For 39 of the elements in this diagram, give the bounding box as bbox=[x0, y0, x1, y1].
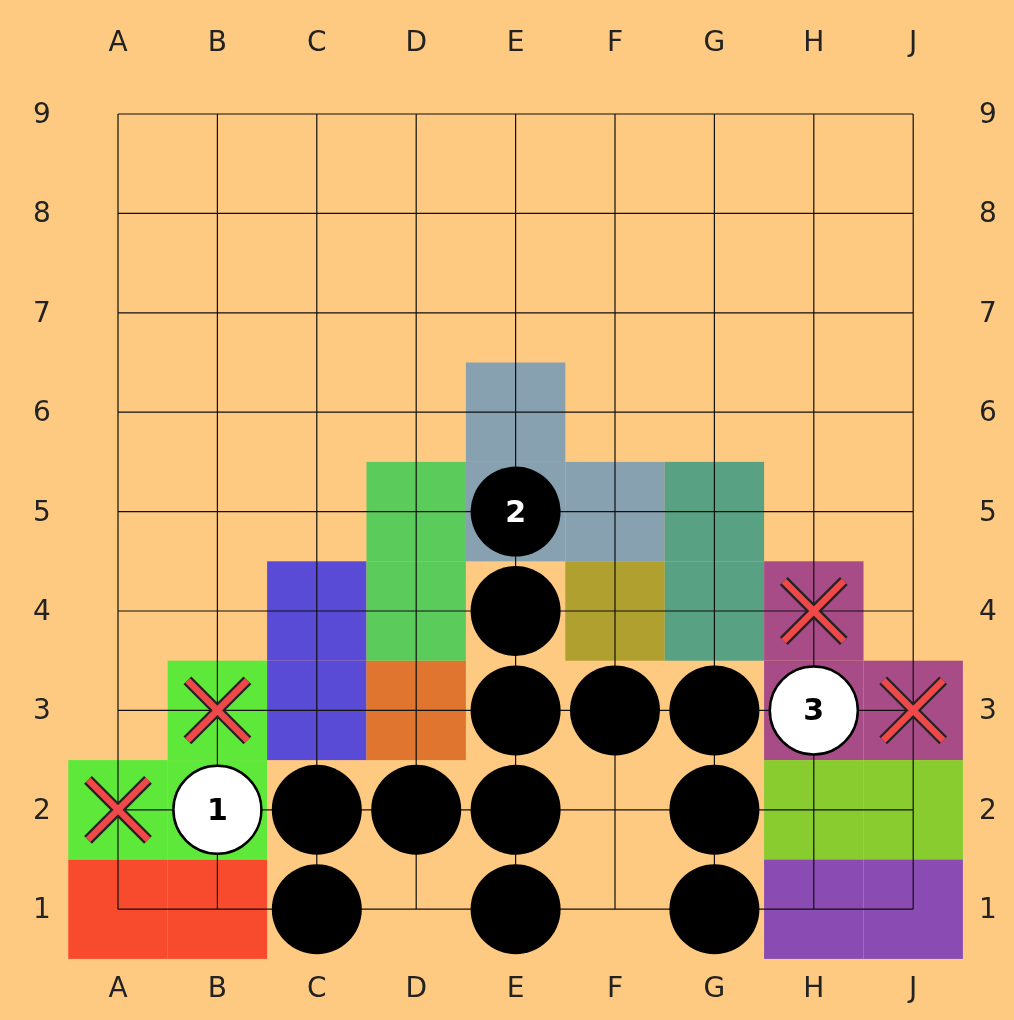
column-label: J bbox=[909, 28, 918, 56]
row-label: 7 bbox=[979, 298, 997, 327]
column-label: B bbox=[207, 974, 227, 1002]
column-label: G bbox=[703, 974, 726, 1002]
row-label: 8 bbox=[33, 199, 51, 228]
row-label: 3 bbox=[33, 696, 51, 725]
column-label: A bbox=[108, 28, 128, 56]
row-label: 4 bbox=[33, 597, 51, 625]
stone-number: 3 bbox=[803, 695, 825, 726]
column-label: C bbox=[307, 974, 327, 1002]
row-label: 8 bbox=[979, 199, 997, 228]
column-label: H bbox=[803, 28, 825, 56]
row-label: 1 bbox=[979, 895, 997, 924]
row-label: 7 bbox=[33, 298, 51, 327]
row-label: 4 bbox=[979, 597, 997, 625]
row-label: 5 bbox=[33, 497, 51, 526]
row-label: 3 bbox=[979, 696, 997, 725]
row-label: 1 bbox=[33, 895, 51, 924]
stone-number: 2 bbox=[505, 496, 527, 527]
column-label: F bbox=[606, 974, 624, 1002]
row-label: 6 bbox=[979, 398, 997, 427]
row-label: 9 bbox=[33, 100, 51, 128]
column-label: C bbox=[307, 28, 327, 56]
row-label: 2 bbox=[33, 795, 51, 824]
row-label: 6 bbox=[33, 398, 51, 427]
column-label: H bbox=[803, 974, 825, 1002]
row-label: 2 bbox=[979, 795, 997, 824]
column-label: D bbox=[405, 28, 427, 56]
column-label: E bbox=[506, 28, 525, 56]
column-label: G bbox=[703, 28, 726, 56]
row-label: 5 bbox=[979, 497, 997, 526]
stone-number: 1 bbox=[206, 794, 228, 825]
column-label: A bbox=[108, 974, 128, 1002]
column-label: B bbox=[207, 28, 227, 56]
column-label: J bbox=[909, 974, 918, 1002]
row-label: 9 bbox=[979, 100, 997, 128]
column-label: E bbox=[506, 974, 525, 1002]
column-label: F bbox=[606, 28, 624, 56]
column-label: D bbox=[405, 974, 427, 1002]
